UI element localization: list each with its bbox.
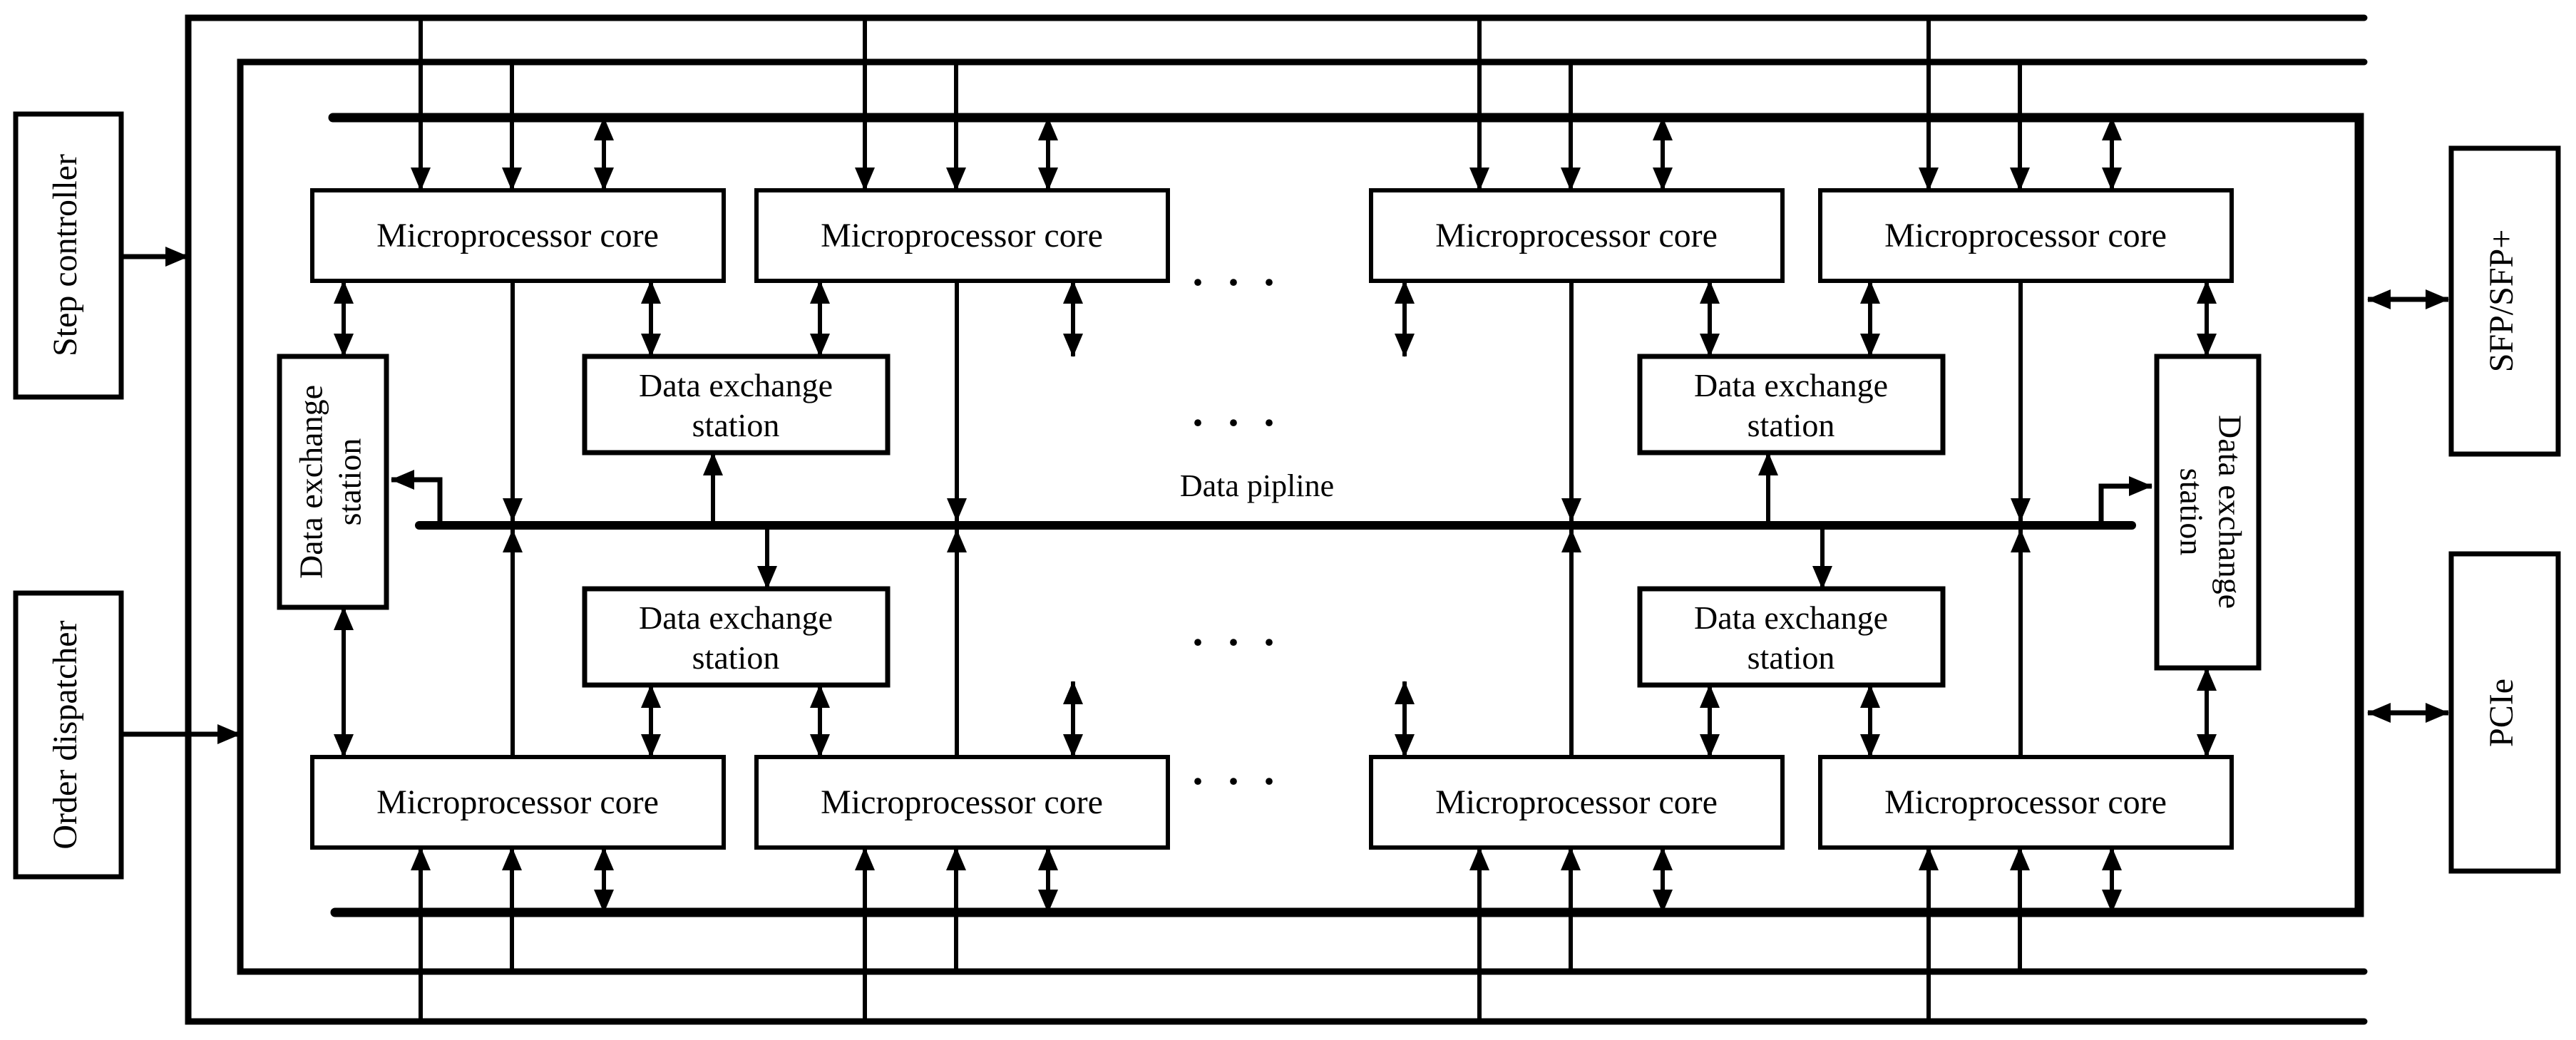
station-a-box (582, 354, 891, 455)
station-d-label-line2: station (1748, 639, 1835, 676)
order-dispatcher-label: Order dispatcher (46, 620, 84, 849)
core-box-5 (310, 755, 726, 850)
station-a-label-line2: station (692, 407, 780, 443)
step-controller-label: Step controller (46, 154, 84, 356)
pcie-box (2448, 551, 2561, 874)
station-a-label-line1: Data exchange (639, 367, 833, 403)
bus-to-right-station-elbow-arrow (2098, 476, 2152, 521)
ellipsis-top-core-row: . . . (1193, 247, 1282, 294)
bus-to-left-station-elbow-arrow (391, 470, 443, 521)
core-box-8 (1818, 755, 2234, 850)
station-b-label-line2: station (1748, 407, 1835, 443)
station-d-box (1637, 586, 1946, 688)
station-b-box (1637, 354, 1946, 455)
core-box-3 (1369, 188, 1785, 283)
station-right-label-line1: Data exchange (2212, 415, 2248, 609)
core-box-1 (310, 188, 726, 283)
core-box-2 (754, 188, 1170, 283)
outer-frame (185, 14, 2368, 1025)
pcie-label: PCIe (2483, 679, 2520, 747)
station-c-label-line2: station (692, 639, 780, 676)
ellipsis-top-station-row: . . . (1193, 388, 1282, 435)
station-c-box (582, 586, 891, 688)
ellipsis-bottom-core-row: . . . (1193, 746, 1282, 793)
core-box-6 (754, 755, 1170, 850)
core-box-4 (1818, 188, 2234, 283)
core-box-7 (1369, 755, 1785, 850)
inner-frame (328, 113, 2364, 917)
core-label-8: Microprocessor core (1884, 783, 2167, 821)
ellipsis-bottom-station-row: . . . (1193, 607, 1282, 654)
middle-frame (237, 58, 2368, 975)
sfp-box (2448, 145, 2561, 457)
core-label-3: Microprocessor core (1435, 217, 1718, 254)
station-left-box (277, 354, 389, 610)
core-label-4: Microprocessor core (1884, 217, 2167, 254)
station-left-label-line2: station (332, 438, 368, 526)
station-b-label-line1: Data exchange (1694, 367, 1888, 403)
core-label-7: Microprocessor core (1435, 783, 1718, 821)
step-controller-box (13, 111, 124, 400)
station-right-label-line2: station (2173, 468, 2210, 556)
bus-label: Data pipline (1180, 468, 1334, 503)
core-label-1: Microprocessor core (376, 217, 659, 254)
sfp-label: SFP/SFP+ (2483, 230, 2520, 373)
station-left-label-line1: Data exchange (293, 385, 329, 579)
station-d-label-line1: Data exchange (1694, 599, 1888, 636)
core-label-2: Microprocessor core (821, 217, 1103, 254)
core-label-6: Microprocessor core (821, 783, 1103, 821)
core-label-5: Microprocessor core (376, 783, 659, 821)
station-c-label-line1: Data exchange (639, 599, 833, 636)
